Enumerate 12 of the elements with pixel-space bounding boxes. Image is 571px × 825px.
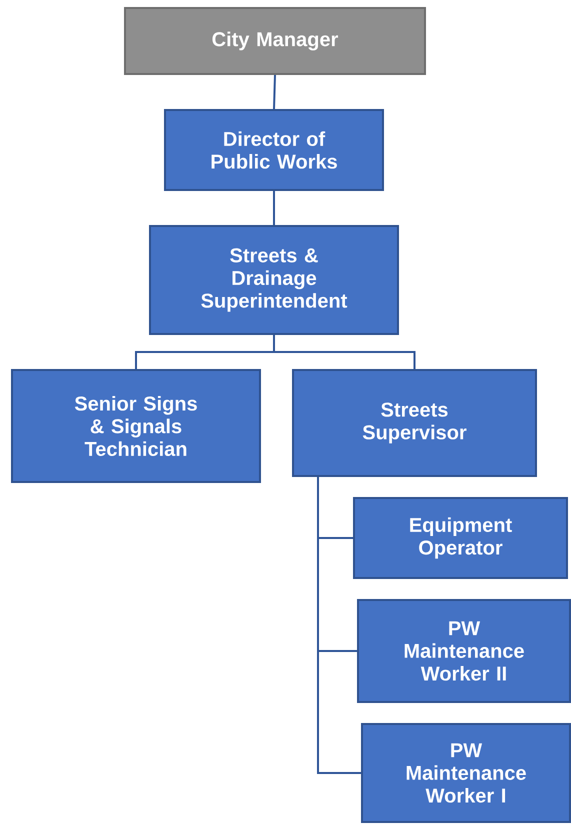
connector-line xyxy=(135,334,416,370)
connector-line xyxy=(273,74,276,110)
position-box: PW Maintenance Worker II xyxy=(357,599,571,703)
position-box: Equipment Operator xyxy=(353,497,568,579)
position-box: PW Maintenance Worker I xyxy=(361,723,571,823)
connector-line xyxy=(273,191,275,225)
position-box: Director of Public Works xyxy=(164,109,384,191)
position-box: Streets Supervisor xyxy=(292,369,537,477)
title-box: City Manager xyxy=(124,7,426,76)
position-box: Senior Signs & Signals Technician xyxy=(11,369,261,483)
connector-line xyxy=(317,476,362,774)
position-box: Streets & Drainage Superintendent xyxy=(149,225,399,335)
